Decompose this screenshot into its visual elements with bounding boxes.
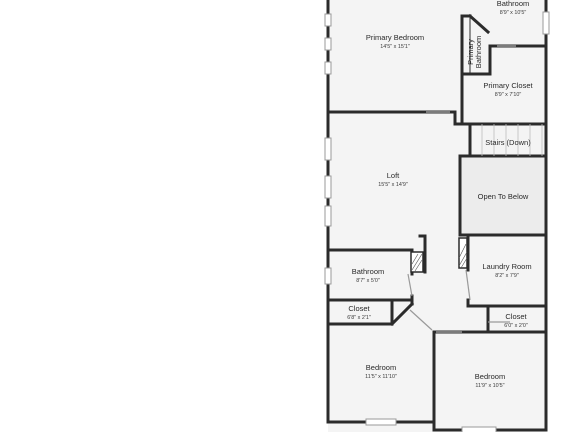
- room-label-closet-right: Closet: [505, 312, 527, 321]
- room-dims-closet-right: 6'0" x 2'0": [504, 323, 528, 329]
- room-label-primary-closet: Primary Closet: [483, 81, 533, 90]
- room-label-primary-bathroom-line2: Bathroom: [474, 36, 483, 69]
- room-label-bathroom-top: Bathroom: [497, 0, 530, 8]
- room-label-closet-left: Closet: [348, 304, 370, 313]
- room-label-loft: Loft: [387, 171, 400, 180]
- windows: [324, 11, 550, 432]
- doors: [407, 45, 516, 333]
- room-dims-loft: 15'5" x 14'9": [378, 182, 408, 188]
- room-label-bathroom: Bathroom: [352, 267, 385, 276]
- room-dims-bedroom-left: 11'5" x 11'10": [365, 374, 397, 380]
- room-dims-bathroom-top: 8'9" x 10'5": [500, 10, 527, 16]
- room-dims-primary-closet: 8'9" x 7'10": [495, 92, 522, 98]
- room-label-bedroom-left: Bedroom: [366, 363, 396, 372]
- room-dims-bedroom-right: 11'9" x 10'5": [475, 383, 504, 389]
- room-label-primary-bedroom: Primary Bedroom: [366, 33, 424, 42]
- room-dims-closet-left: 6'8" x 2'1": [347, 315, 371, 321]
- wall-chases: [411, 243, 468, 272]
- room-label-bedroom-right: Bedroom: [475, 372, 505, 381]
- room-dims-primary-bedroom: 14'5" x 15'1": [380, 44, 410, 50]
- room-dims-laundry: 8'2" x 7'9": [495, 273, 519, 279]
- room-dims-bathroom: 8'7" x 5'0": [356, 278, 380, 284]
- open-to-below-area: [460, 156, 546, 235]
- stair-treads: [481, 124, 543, 156]
- room-labels: Bathroom 8'9" x 10'5" Primary Bedroom 14…: [347, 0, 533, 389]
- room-label-primary-bathroom-line1: Primary: [466, 39, 475, 65]
- room-label-stairs: Stairs (Down): [485, 138, 531, 147]
- room-label-open-to-below: Open To Below: [478, 192, 529, 201]
- room-label-laundry: Laundry Room: [482, 262, 531, 271]
